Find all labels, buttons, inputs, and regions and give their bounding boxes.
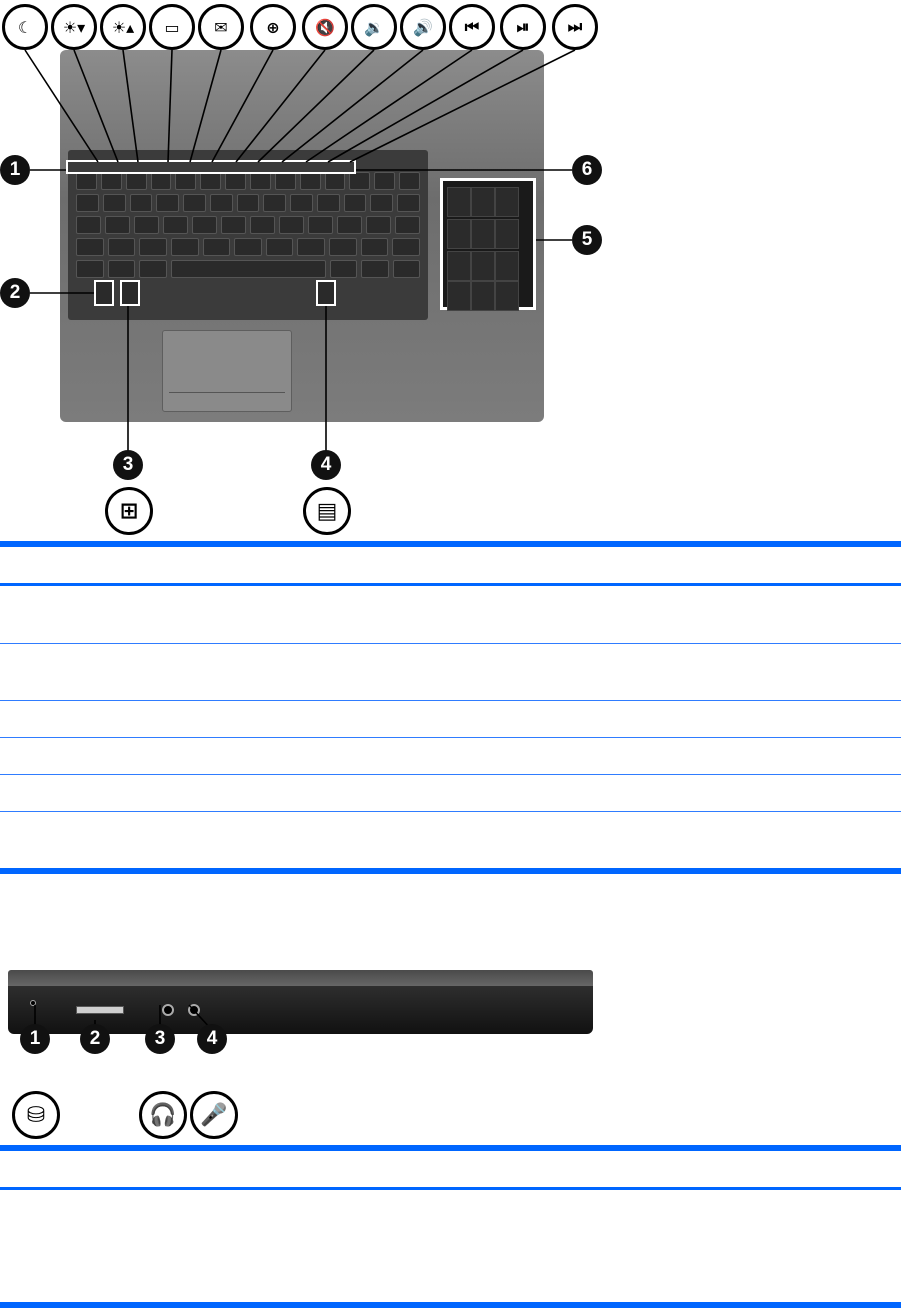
web-browser-icon: ⊕ bbox=[250, 4, 296, 50]
callout-2: 2 bbox=[0, 278, 30, 308]
table1-row-rule bbox=[0, 737, 901, 738]
keyboard-figure: ☾ ☀▾ ☀▴ ▭ ✉ ⊕ 🔇 🔉 🔊 ⏮ ⏯ ⏭ bbox=[0, 0, 610, 535]
callout-1: 1 bbox=[0, 155, 30, 185]
windows-key-highlight bbox=[120, 280, 140, 306]
microphone-icon: 🎤 bbox=[190, 1091, 238, 1139]
applications-key-highlight bbox=[316, 280, 336, 306]
callout-3: 3 bbox=[113, 450, 143, 480]
previous-track-icon: ⏮ bbox=[449, 4, 495, 50]
headphones-icon: 🎧 bbox=[139, 1091, 187, 1139]
callout-5: 5 bbox=[572, 225, 602, 255]
fn-key-highlight bbox=[94, 280, 114, 306]
media-card-slot bbox=[76, 1006, 124, 1014]
windows-logo-icon: ⊞ bbox=[105, 487, 153, 535]
front-callout-2: 2 bbox=[80, 1024, 110, 1054]
next-track-icon: ⏭ bbox=[552, 4, 598, 50]
touchpad bbox=[162, 330, 292, 412]
drive-light-icon: ⛁ bbox=[12, 1091, 60, 1139]
table1-row-rule bbox=[0, 811, 901, 812]
brightness-down-icon: ☀▾ bbox=[51, 4, 97, 50]
callout-6: 6 bbox=[572, 155, 602, 185]
numeric-keypad bbox=[440, 178, 536, 311]
front-callout-3: 3 bbox=[145, 1024, 175, 1054]
display-switch-icon: ▭ bbox=[149, 4, 195, 50]
table1-row-rule bbox=[0, 643, 901, 644]
drive-light bbox=[30, 1000, 36, 1006]
callout-4: 4 bbox=[311, 450, 341, 480]
sleep-icon: ☾ bbox=[2, 4, 48, 50]
email-icon: ✉ bbox=[198, 4, 244, 50]
play-pause-icon: ⏯ bbox=[500, 4, 546, 50]
volume-down-icon: 🔉 bbox=[351, 4, 397, 50]
mute-icon: 🔇 bbox=[302, 4, 348, 50]
front-view-photo bbox=[8, 970, 593, 1042]
table2-bottom-rule bbox=[0, 1302, 901, 1308]
audio-out-jack bbox=[162, 1004, 174, 1016]
volume-up-icon: 🔊 bbox=[400, 4, 446, 50]
callout-leader-lines bbox=[24, 49, 576, 452]
brightness-up-icon: ☀▴ bbox=[100, 4, 146, 50]
table2-header-rule bbox=[0, 1187, 901, 1190]
keyboard-keys bbox=[68, 150, 428, 320]
table1-top-rule bbox=[0, 541, 901, 547]
table1-bottom-rule bbox=[0, 868, 901, 874]
applications-key-icon: ▤ bbox=[303, 487, 351, 535]
front-callout-4: 4 bbox=[197, 1024, 227, 1054]
table2-top-rule bbox=[0, 1145, 901, 1151]
table1-row-rule bbox=[0, 700, 901, 701]
table1-header-rule bbox=[0, 583, 901, 586]
table1-row-rule bbox=[0, 774, 901, 775]
function-keys-highlight bbox=[66, 160, 356, 174]
front-callout-1: 1 bbox=[20, 1024, 50, 1054]
